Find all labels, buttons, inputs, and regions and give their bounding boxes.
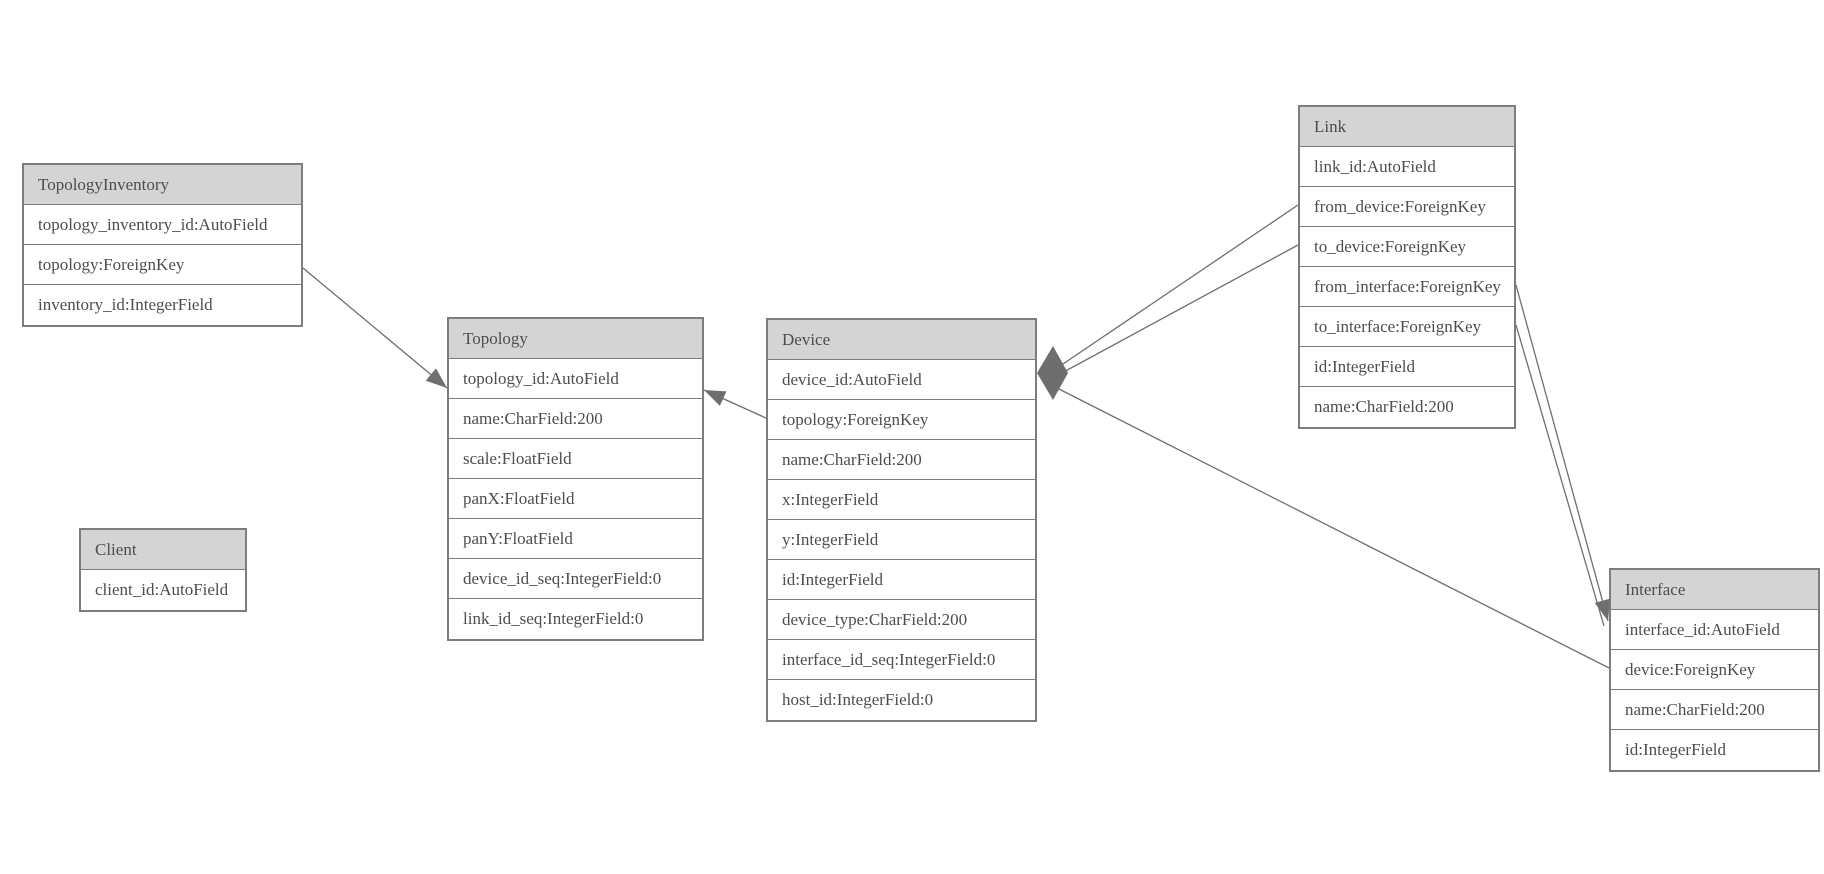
edge-device-topology (703, 389, 767, 419)
field-row: y:IntegerField (768, 520, 1035, 560)
field-row: topology_inventory_id:AutoField (24, 205, 301, 245)
entity-header: Interface (1611, 570, 1818, 610)
entity-table-client: Client client_id:AutoField (79, 528, 247, 612)
field-row: interface_id_seq:IntegerField:0 (768, 640, 1035, 680)
arrowhead-cluster-device (1037, 346, 1068, 400)
field-row: device_id_seq:IntegerField:0 (449, 559, 702, 599)
entity-table-topology: Topology topology_id:AutoField name:Char… (447, 317, 704, 641)
field-row: client_id:AutoField (81, 570, 245, 610)
field-row: device:ForeignKey (1611, 650, 1818, 690)
field-row: from_interface:ForeignKey (1300, 267, 1514, 307)
edge-link-frominterface-interface (1515, 284, 1611, 622)
field-row: link_id:AutoField (1300, 147, 1514, 187)
entity-table-interface: Interface interface_id:AutoField device:… (1609, 568, 1820, 772)
entity-table-device: Device device_id:AutoField topology:Fore… (766, 318, 1037, 722)
field-row: id:IntegerField (768, 560, 1035, 600)
field-row: host_id:IntegerField:0 (768, 680, 1035, 720)
field-row: name:CharField:200 (1300, 387, 1514, 427)
entity-header: Device (768, 320, 1035, 360)
edge-link-tointerface-interface (1515, 324, 1605, 627)
field-row: to_interface:ForeignKey (1300, 307, 1514, 347)
edge-link-todevice-device (1059, 244, 1299, 375)
field-row: interface_id:AutoField (1611, 610, 1818, 650)
entity-header: Client (81, 530, 245, 570)
field-row: id:IntegerField (1300, 347, 1514, 387)
field-row: device_type:CharField:200 (768, 600, 1035, 640)
field-row: topology:ForeignKey (768, 400, 1035, 440)
field-row: x:IntegerField (768, 480, 1035, 520)
field-row: scale:FloatField (449, 439, 702, 479)
edge-topologyinventory-topology (302, 267, 448, 389)
field-row: name:CharField:200 (768, 440, 1035, 480)
edge-link-fromdevice-device (1059, 204, 1299, 367)
field-row: inventory_id:IntegerField (24, 285, 301, 325)
entity-table-link: Link link_id:AutoField from_device:Forei… (1298, 105, 1516, 429)
edge-interface-device (1056, 387, 1610, 669)
field-row: panX:FloatField (449, 479, 702, 519)
field-row: device_id:AutoField (768, 360, 1035, 400)
field-row: name:CharField:200 (1611, 690, 1818, 730)
field-row: topology:ForeignKey (24, 245, 301, 285)
entity-header: Topology (449, 319, 702, 359)
field-row: topology_id:AutoField (449, 359, 702, 399)
field-row: from_device:ForeignKey (1300, 187, 1514, 227)
field-row: panY:FloatField (449, 519, 702, 559)
field-row: id:IntegerField (1611, 730, 1818, 770)
field-row: name:CharField:200 (449, 399, 702, 439)
entity-table-topology-inventory: TopologyInventory topology_inventory_id:… (22, 163, 303, 327)
field-row: link_id_seq:IntegerField:0 (449, 599, 702, 639)
entity-header: Link (1300, 107, 1514, 147)
field-row: to_device:ForeignKey (1300, 227, 1514, 267)
entity-header: TopologyInventory (24, 165, 301, 205)
